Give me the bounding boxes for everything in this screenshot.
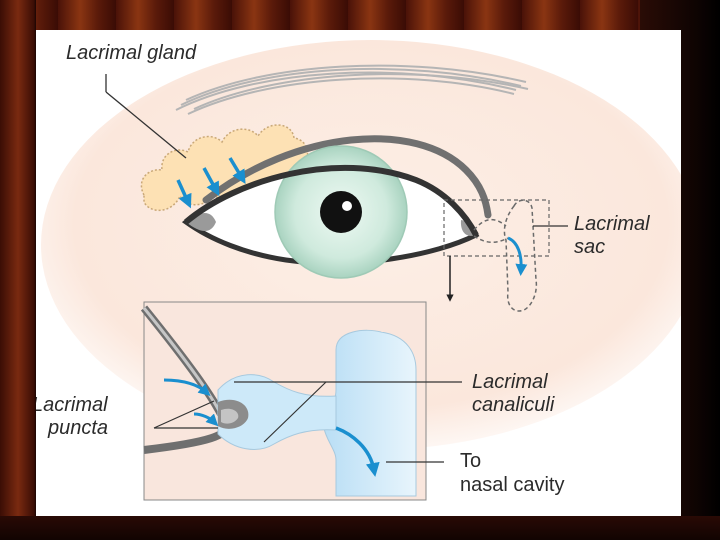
eyelid-crease — [202, 135, 492, 219]
tear-flow-arrows — [176, 157, 246, 209]
lacrimal-diagram — [41, 40, 681, 501]
pupil — [320, 191, 362, 233]
label-nasal-1: To — [460, 450, 482, 472]
zoom-box — [443, 199, 550, 257]
canaliculus-outline — [473, 218, 507, 231]
lacrimal-sac-outline — [503, 199, 538, 312]
inset-detail — [140, 301, 462, 501]
gland-leader-line — [105, 91, 187, 159]
label-lacrimal-puncta-2: puncta — [48, 417, 109, 439]
slide-bottom-strip — [0, 516, 720, 540]
eyebrow — [175, 64, 529, 115]
label-lacrimal-sac-1: Lacrimal — [574, 213, 650, 235]
label-lacrimal-puncta-1: Lacrimal — [36, 394, 108, 416]
sac-flow-arrow — [507, 236, 528, 276]
diagram-panel: Lacrimal gland Lacrimal sac Lacrimal can… — [36, 30, 681, 516]
pupil-highlight — [342, 201, 352, 211]
label-lacrimal-sac-2: sac — [574, 236, 606, 258]
label-lacrimal-canaliculi-2: canaliculi — [472, 394, 555, 416]
label-lacrimal-canaliculi-1: Lacrimal — [472, 371, 548, 393]
label-nasal-2: nasal cavity — [460, 474, 565, 496]
label-lacrimal-gland: Lacrimal gland — [66, 42, 197, 64]
